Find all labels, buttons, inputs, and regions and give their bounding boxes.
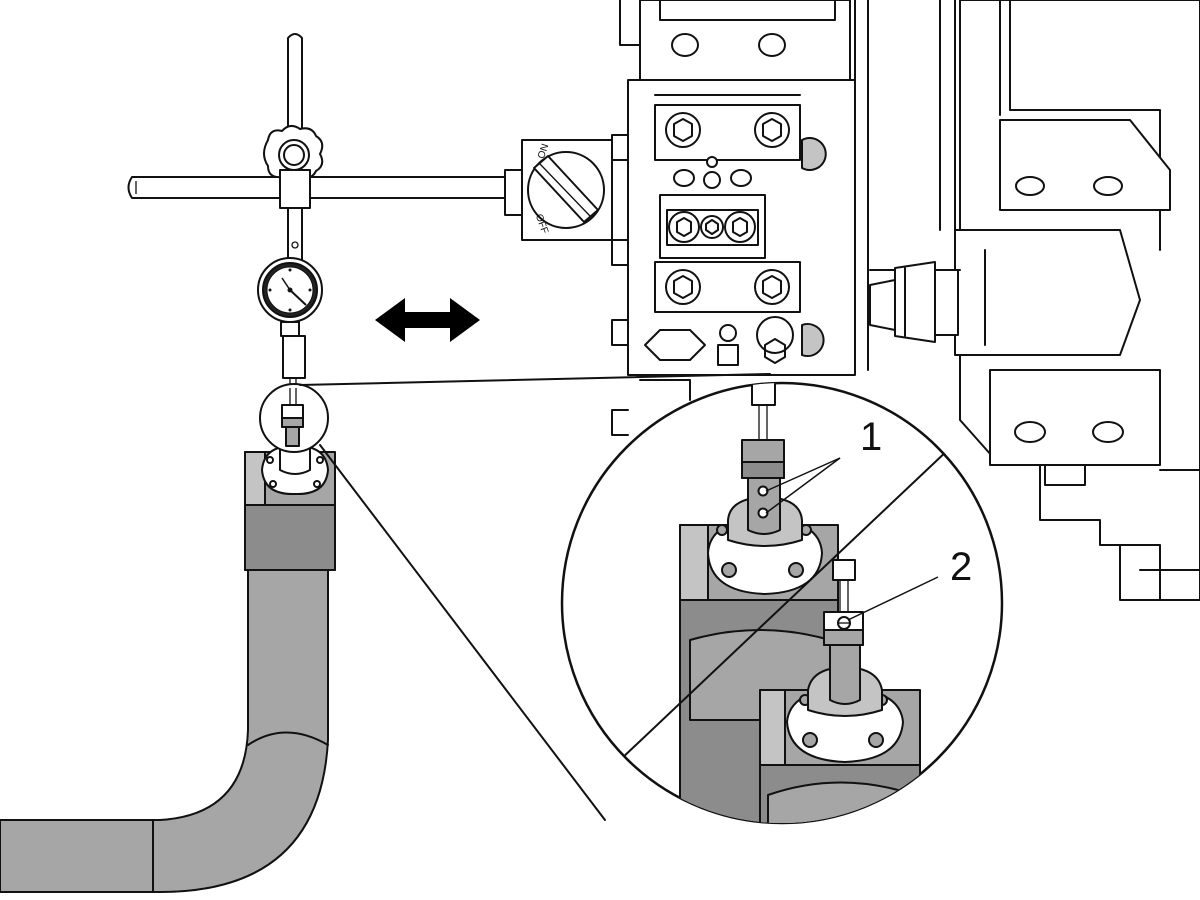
detail-circle-small [259,383,329,453]
callout-2: 2 [847,545,972,621]
detail-view-2 [759,559,921,823]
machine-turret-assembly: ON OFF [504,0,1200,601]
callout-1: 1 [765,415,882,514]
callout-2-label: 2 [950,545,972,589]
power-switch: ON OFF [504,139,613,241]
double-arrow-icon [375,298,480,342]
curved-shaft [0,529,329,893]
dial-gauge [257,257,323,337]
indicator-crossbar [127,176,506,199]
tool-holder-block [611,79,856,436]
indicator-stand [127,33,506,400]
detail-magnifier [560,381,1004,825]
callout-1-leader-b [765,457,841,514]
callout-2-leader [847,576,939,621]
upper-mount-plate [619,0,851,81]
switch-label-on: ON [536,142,551,160]
probe-nose [869,261,959,343]
callout-1-leader-a [765,457,841,492]
magnifier-leader-lines [299,373,771,821]
indicator-arm [279,169,311,263]
callout-1-label: 1 [860,415,882,459]
machine-housing [954,0,1200,601]
clamp-knob [263,125,324,182]
